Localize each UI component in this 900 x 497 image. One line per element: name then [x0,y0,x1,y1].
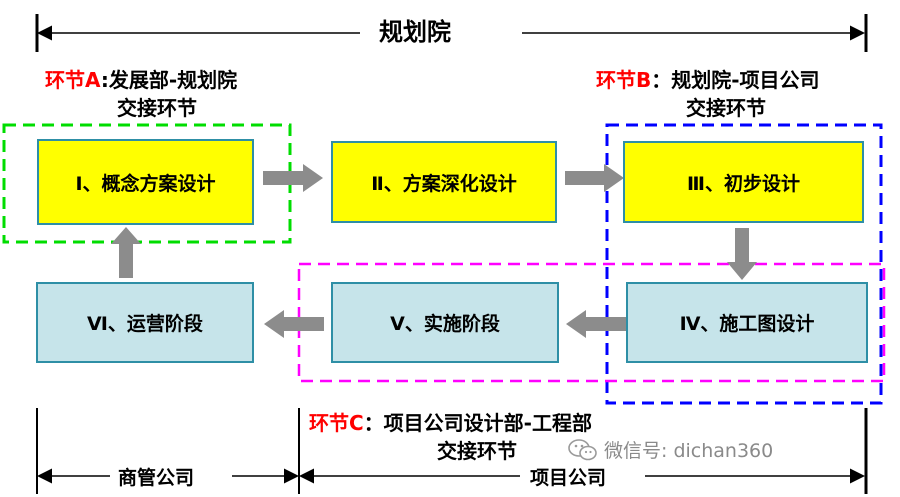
link-c-tag: 环节C [309,411,364,435]
stage-4-box: Ⅳ、施工图设计 [626,282,868,363]
link-c-label: 环节C：项目公司设计部-工程部 交接环节 [309,409,729,465]
link-b-label: 环节B：规划院-项目公司 交接环节 [596,66,896,122]
link-c-line2: 交接环节 [437,439,517,463]
watermark-text: 微信号: dichan360 [604,440,774,462]
link-a-line1: :发展部-规划院 [100,68,238,92]
wechat-icon [568,438,598,462]
link-c-outline [297,262,886,383]
top-span-title: 规划院 [379,18,451,46]
bottom-right-label: 项目公司 [530,467,607,489]
arrow-s5-to-s6 [264,310,324,338]
stage-1-box: Ⅰ、概念方案设计 [37,139,254,225]
link-a-line2: 交接环节 [117,96,197,120]
link-b-line1: ：规划院-项目公司 [651,68,820,92]
stage-5-box: Ⅴ、实施阶段 [331,282,559,363]
bottom-left-label: 商管公司 [118,467,195,489]
link-a-label: 环节A:发展部-规划院 交接环节 [45,66,305,122]
arrow-s4-to-s5 [566,310,626,338]
stage-6-box: Ⅵ、运营阶段 [36,282,254,363]
link-b-tag: 环节B [596,68,652,92]
arrow-s2-to-s3 [565,164,624,192]
arrow-s1-to-s2 [263,164,323,192]
link-c-line1: ：项目公司设计部-工程部 [363,411,592,435]
link-a-tag: 环节A [45,68,101,92]
stage-3-box: Ⅲ、初步设计 [623,141,864,223]
stage-2-box: Ⅱ、方案深化设计 [331,141,557,223]
watermark: 微信号: dichan360 [568,436,773,463]
link-b-line2: 交接环节 [686,96,766,120]
arrow-s6-to-s1 [111,227,141,278]
arrow-s3-to-s4 [727,228,757,280]
link-b-outline [605,123,883,405]
